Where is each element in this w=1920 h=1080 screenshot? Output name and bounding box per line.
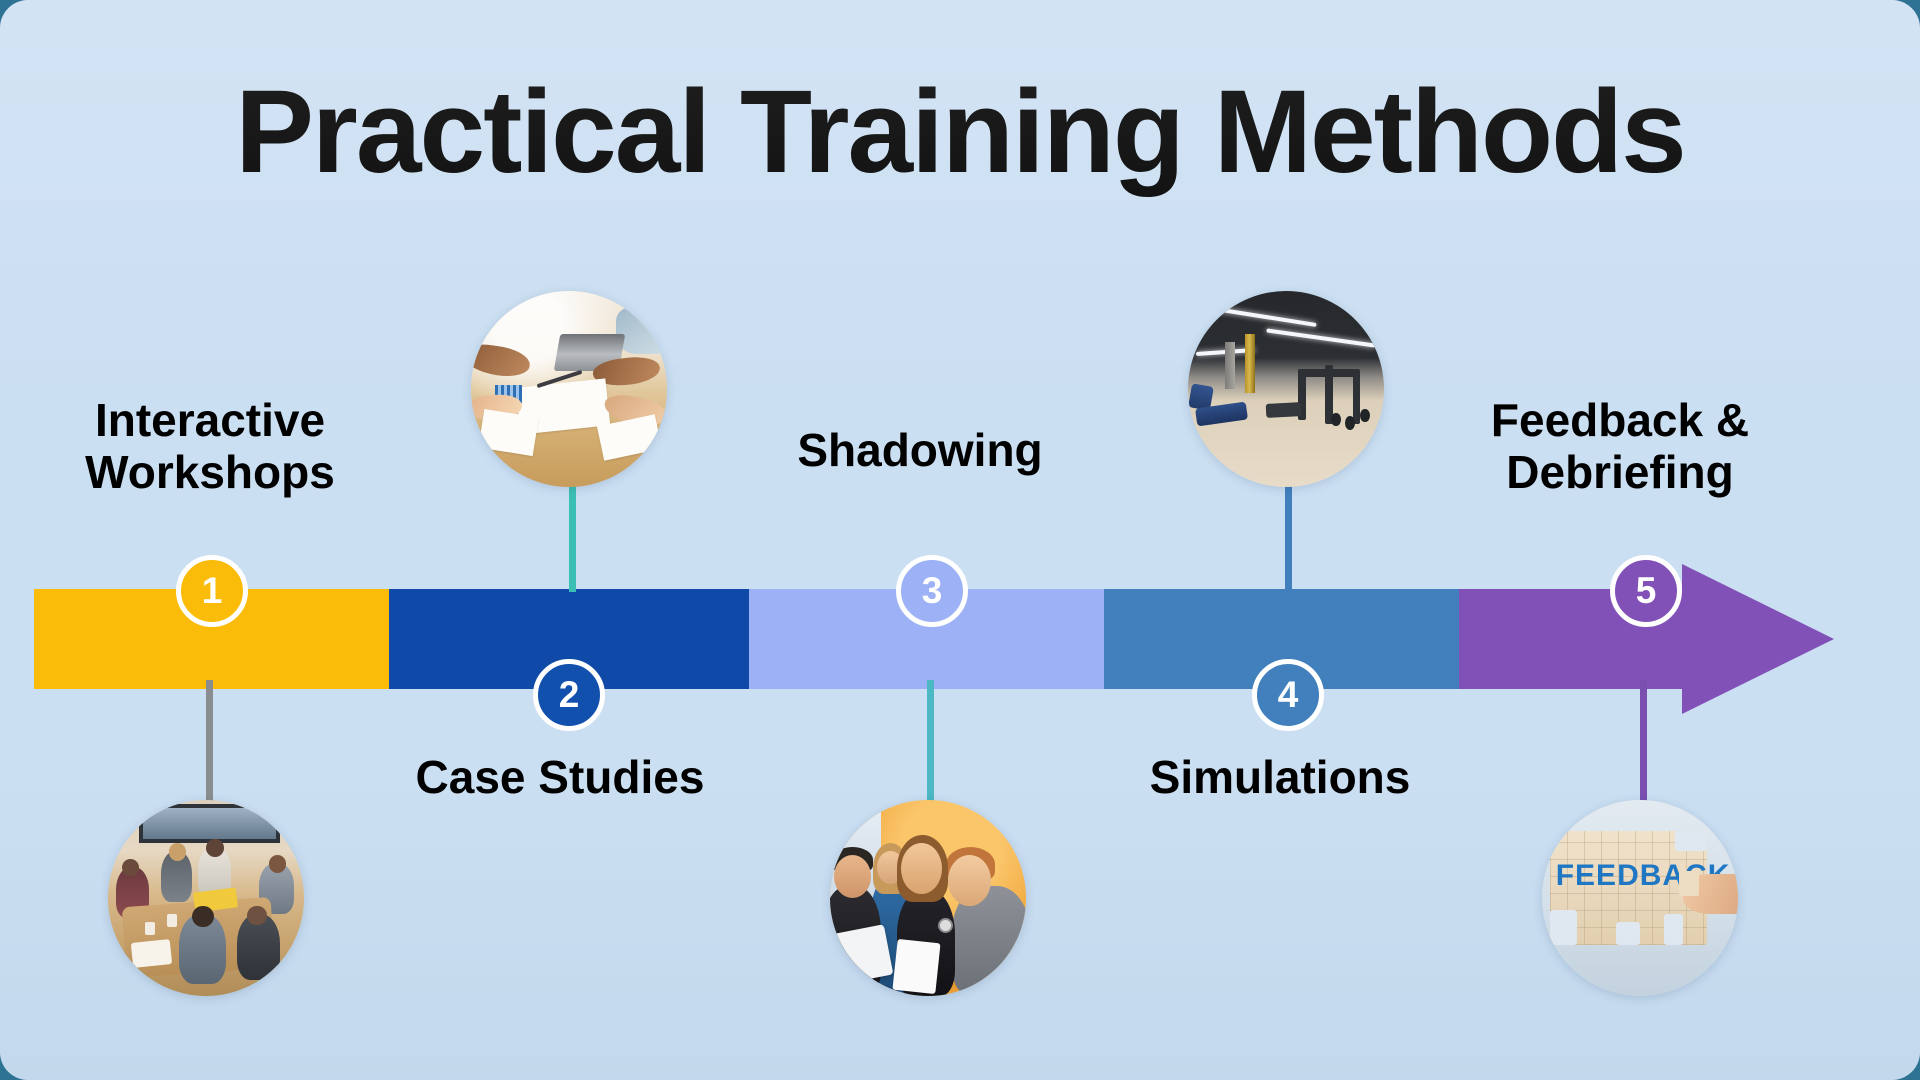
step-label-4-line-1: Simulations	[1149, 751, 1411, 803]
feedback-puzzle-word: FEEDBACK	[1555, 858, 1731, 892]
step-number-5: 5	[1635, 570, 1657, 611]
step-label-2-line-1: Case Studies	[415, 751, 705, 803]
step-marker-1[interactable]: 1	[176, 555, 248, 627]
step-label-3-line-1: Shadowing	[797, 424, 1043, 476]
step-marker-2[interactable]: 2	[533, 659, 605, 731]
step-label-3: Shadowing	[700, 424, 1140, 477]
step-label-5-line-2: Debriefing	[1506, 445, 1734, 498]
step-label-5: Feedback & Debriefing	[1400, 394, 1840, 498]
step-number-4: 4	[1277, 674, 1299, 715]
step-marker-5[interactable]: 5	[1610, 555, 1682, 627]
page-title: Practical Training Methods	[235, 66, 1687, 198]
step-label-2: Case Studies	[300, 751, 820, 804]
step-label-1-line-2: Workshops	[85, 445, 335, 498]
connector-line-1	[206, 680, 213, 812]
step-number-2: 2	[558, 674, 580, 715]
smiling-group-tablet-photo	[830, 800, 1026, 996]
feedback-puzzle-photo: FEEDBACK	[1542, 800, 1738, 996]
connector-line-3	[927, 680, 934, 812]
step-marker-4[interactable]: 4	[1252, 659, 1324, 731]
timeline-bar	[34, 564, 1834, 714]
step-number-3: 3	[921, 570, 943, 611]
connector-line-4	[1285, 466, 1292, 592]
workshop-group-meeting-photo	[108, 800, 304, 996]
step-label-5-line-1: Feedback &	[1490, 394, 1750, 446]
step-marker-3[interactable]: 3	[896, 555, 968, 627]
timeline-arrow-head-icon	[1682, 564, 1834, 714]
step-label-4: Simulations	[1040, 751, 1520, 804]
gym-training-facility-photo	[1188, 291, 1384, 487]
step-number-1: 1	[201, 570, 223, 611]
step-label-1-line-1: Interactive	[94, 394, 326, 446]
connector-line-5	[1640, 680, 1647, 812]
step-label-1: Interactive Workshops	[10, 394, 410, 498]
connector-line-2	[569, 466, 576, 592]
team-documents-desk-photo	[471, 291, 667, 487]
